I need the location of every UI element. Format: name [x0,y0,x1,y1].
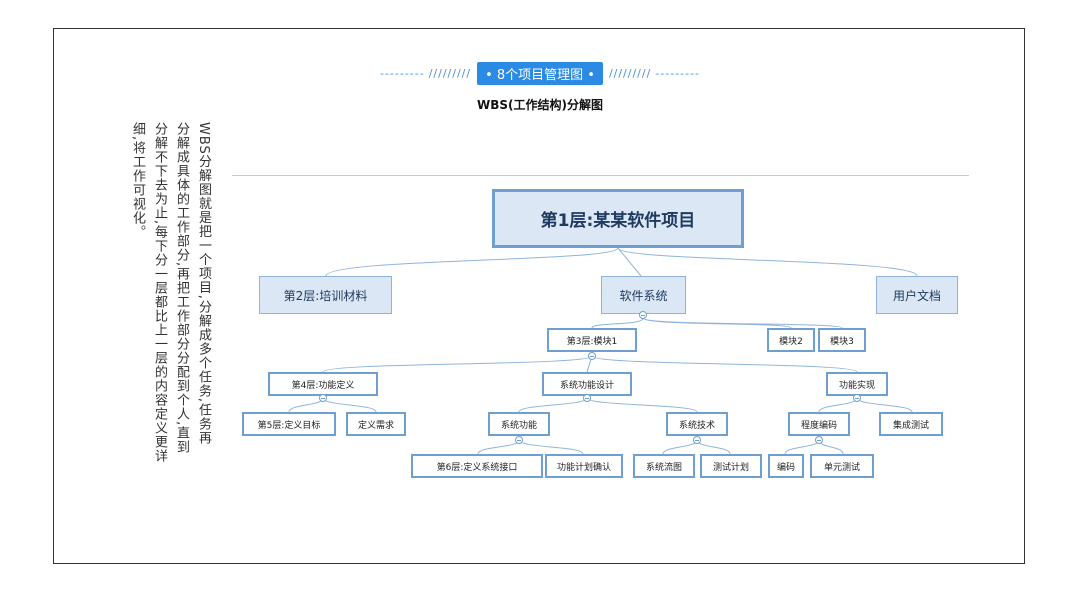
node-system-flow[interactable]: 系统流图 [633,454,695,478]
node-module1[interactable]: 第3层:模块1 [547,328,637,352]
node-root[interactable]: 第1层:某某软件项目 [492,189,744,248]
connector-root-training [325,247,619,277]
node-plan-confirmation[interactable]: 功能计划确认 [545,454,623,478]
connector-funcdef-defreq [322,397,377,413]
connector-sysdesign-systech [586,397,698,413]
connector-software-module3 [642,317,843,329]
connector-sysfunc-interface [477,439,520,455]
connector-module1-funcimpl [591,355,858,373]
description-column-1: WBS分解图就是把一个项目,分解成多个任务,任务再 [196,122,211,446]
node-module3[interactable]: 模块3 [818,328,866,352]
node-system-design[interactable]: 系统功能设计 [542,372,632,396]
right-dash-decoration: --------- [655,66,701,80]
node-system-technology[interactable]: 系统技术 [666,412,728,436]
connector-funcimpl-integration [856,397,913,413]
collapse-toggle-system-function[interactable] [515,436,523,444]
right-slash-decoration: ///////// [608,66,652,80]
connector-coding-code [784,439,820,455]
node-module2[interactable]: 模块2 [767,328,815,352]
connector-sysfunc-planconfirm [518,439,584,455]
description-column-3: 分解不下去为止,每下分一层都比上一层的内容定义更详 [152,122,167,464]
header-banner: --------- ///////// • 8个项目管理图 • ////////… [0,61,1080,85]
connector-coding-unittest [818,439,844,455]
slide-frame [53,28,1025,564]
node-system-function[interactable]: 系统功能 [488,412,550,436]
node-code[interactable]: 编码 [768,454,804,478]
description-column-2: 分解成具体的工作部分,再把工作部分分配到个人,直到 [174,122,189,455]
title-badge: • 8个项目管理图 • [477,61,603,85]
node-func-definition[interactable]: 第4层:功能定义 [268,372,378,396]
left-slash-decoration: ///////// [428,66,472,80]
node-coding-stage[interactable]: 程度编码 [788,412,850,436]
collapse-toggle-software[interactable] [639,311,647,319]
collapse-toggle-module1[interactable] [588,352,596,360]
node-test-plan[interactable]: 测试计划 [700,454,762,478]
connector-funcimpl-coding [818,397,858,413]
connector-sysdesign-sysfunc [518,397,588,413]
node-define-interface[interactable]: 第6层:定义系统接口 [411,454,543,478]
left-dash-decoration: --------- [379,66,425,80]
node-software-system[interactable]: 软件系统 [601,276,686,314]
collapse-toggle-system-technology[interactable] [693,436,701,444]
page-subtitle: WBS(工作结构)分解图 [477,98,603,112]
node-define-requirements[interactable]: 定义需求 [346,412,406,436]
node-func-implementation[interactable]: 功能实现 [826,372,888,396]
connector-root-userdocs [617,247,918,277]
connector-funcdef-defgoal [288,397,324,413]
node-integration-test[interactable]: 集成测试 [879,412,943,436]
description-column-4: 细,将工作可视化。 [130,122,145,240]
connector-systech-flow [662,439,698,455]
collapse-toggle-system-design[interactable] [583,394,591,402]
connector-root-software [617,247,642,277]
connector-software-module1 [591,317,644,329]
node-unit-test[interactable]: 单元测试 [810,454,874,478]
node-training-materials[interactable]: 第2层:培训材料 [259,276,392,314]
collapse-toggle-coding-stage[interactable] [815,436,823,444]
divider-line [232,175,969,176]
collapse-toggle-func-implementation[interactable] [853,394,861,402]
collapse-toggle-func-definition[interactable] [319,394,327,402]
node-user-docs[interactable]: 用户文档 [876,276,958,314]
node-define-goal[interactable]: 第5层:定义目标 [242,412,336,436]
connector-module1-funcdef [322,355,593,373]
connector-systech-testplan [696,439,731,455]
